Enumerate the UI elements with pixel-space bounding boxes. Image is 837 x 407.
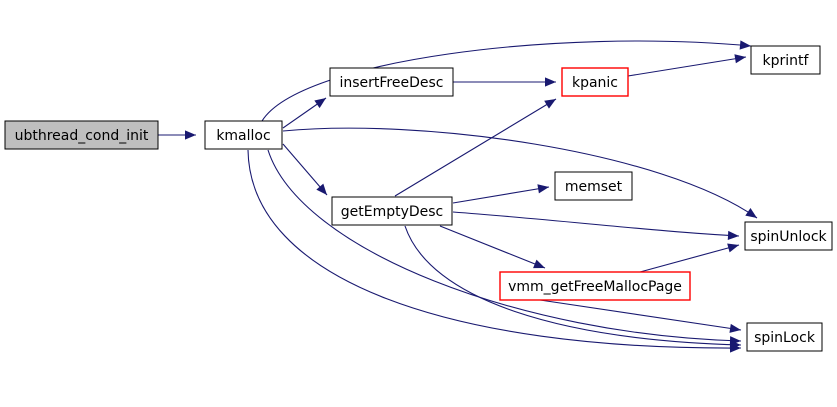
- edge-vmm_getFreeMallocPage-to-spinUnlock: [639, 243, 740, 273]
- node-label-spinUnlock: spinUnlock: [750, 229, 827, 245]
- arrowhead-icon: [729, 323, 741, 333]
- node-box[interactable]: [329, 67, 454, 97]
- node-kmalloc[interactable]: kmalloc: [204, 120, 283, 150]
- node-box[interactable]: [4, 120, 159, 150]
- node-box[interactable]: [204, 120, 283, 150]
- node-kpanic[interactable]: kpanic: [561, 67, 629, 97]
- node-spinLock[interactable]: spinLock: [746, 322, 823, 352]
- node-box[interactable]: [744, 221, 833, 251]
- edge-ubthread_cond_init-to-kmalloc: [158, 130, 196, 140]
- edge-getEmptyDesc-to-memset: [452, 184, 550, 204]
- arrowhead-icon: [316, 183, 327, 195]
- edge-line: [627, 56, 747, 77]
- node-box[interactable]: [746, 322, 823, 352]
- edge-line: [261, 40, 752, 122]
- node-label-insertFreeDesc: insertFreeDesc: [339, 75, 443, 91]
- node-insertFreeDesc[interactable]: insertFreeDesc: [329, 67, 454, 97]
- node-box[interactable]: [331, 196, 453, 226]
- node-getEmptyDesc[interactable]: getEmptyDesc: [331, 196, 453, 226]
- edge-vmm_getFreeMallocPage-to-spinLock: [539, 299, 742, 333]
- arrowhead-icon: [544, 99, 556, 109]
- node-box[interactable]: [554, 171, 633, 201]
- arrowhead-icon: [734, 54, 746, 64]
- node-label-ubthread_cond_init: ubthread_cond_init: [15, 128, 149, 144]
- edge-line: [452, 186, 550, 204]
- edge-kmalloc-to-kprintf: [261, 40, 752, 122]
- arrowhead-icon: [745, 208, 757, 218]
- arrowhead-icon: [314, 98, 326, 109]
- edge-kpanic-to-kprintf: [627, 54, 747, 77]
- node-label-getEmptyDesc: getEmptyDesc: [341, 204, 444, 220]
- edge-insertFreeDesc-to-kpanic: [453, 77, 556, 87]
- node-vmm_getFreeMallocPage[interactable]: vmm_getFreeMallocPage: [499, 271, 691, 301]
- node-box[interactable]: [750, 45, 821, 75]
- node-label-vmm_getFreeMallocPage: vmm_getFreeMallocPage: [508, 279, 682, 295]
- edge-line: [282, 143, 328, 196]
- edges-layer: [158, 40, 758, 353]
- node-box[interactable]: [561, 67, 629, 97]
- arrowhead-icon: [537, 184, 549, 194]
- node-label-spinLock: spinLock: [754, 330, 816, 346]
- arrowhead-icon: [729, 340, 741, 350]
- arrowhead-icon: [739, 40, 751, 50]
- nodes-layer: ubthread_cond_init kmalloc insertFreeDesc k…: [4, 45, 833, 352]
- edge-line: [282, 127, 758, 219]
- node-label-kprintf: kprintf: [763, 53, 810, 69]
- node-label-kpanic: kpanic: [572, 75, 618, 91]
- node-kprintf[interactable]: kprintf: [750, 45, 821, 75]
- edge-line: [394, 98, 557, 197]
- node-ubthread_cond_init[interactable]: ubthread_cond_init: [4, 120, 159, 150]
- arrowhead-icon: [727, 230, 739, 241]
- edge-line: [452, 211, 740, 237]
- edge-kmalloc-to-insertFreeDesc: [282, 97, 327, 129]
- arrowhead-icon: [545, 77, 556, 87]
- edge-getEmptyDesc-to-vmm_getFreeMallocPage: [439, 225, 546, 269]
- edge-line: [267, 149, 742, 342]
- edge-getEmptyDesc-to-spinLock: [404, 225, 742, 350]
- edge-line: [439, 225, 546, 269]
- edge-line: [639, 244, 740, 273]
- edge-getEmptyDesc-to-kpanic: [394, 98, 557, 197]
- node-spinUnlock[interactable]: spinUnlock: [744, 221, 833, 251]
- edge-kmalloc-to-getEmptyDesc: [282, 143, 328, 196]
- node-memset[interactable]: memset: [554, 171, 633, 201]
- arrowhead-icon: [533, 259, 545, 269]
- node-label-kmalloc: kmalloc: [216, 128, 270, 144]
- edge-line: [404, 225, 742, 346]
- edge-getEmptyDesc-to-spinUnlock: [452, 211, 740, 241]
- edge-line: [539, 299, 742, 331]
- arrowhead-icon: [185, 130, 196, 140]
- edge-line: [247, 149, 742, 349]
- arrowhead-icon: [727, 243, 739, 253]
- node-box[interactable]: [499, 271, 691, 301]
- edge-kmalloc-to-spinLock: [267, 149, 742, 346]
- edge-kmalloc-to-spinLock: [247, 149, 742, 353]
- edge-kmalloc-to-spinUnlock: [282, 127, 758, 219]
- node-label-memset: memset: [565, 179, 623, 195]
